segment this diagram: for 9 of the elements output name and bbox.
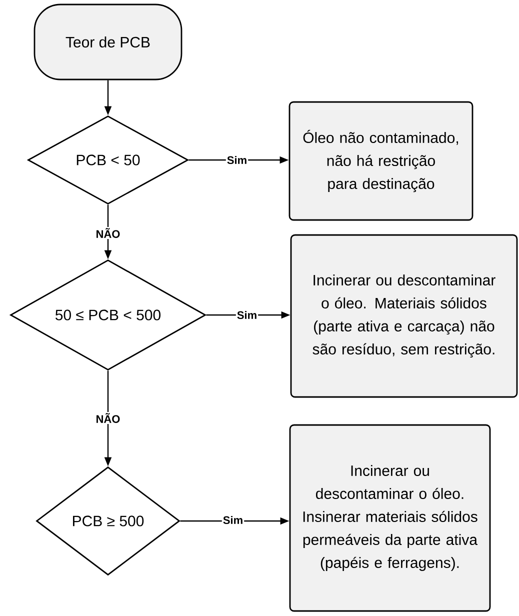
edge-label: NÃO	[94, 227, 122, 239]
process-box: Incinerar ou descontaminar o óleo. Materiais sólidos (parte ativa e carcaça) não são resíduo, sem restrição.	[290, 234, 518, 398]
process-box: Incinerar ou descontaminar o óleo. Insinerar materiais sólidos permeáveis da parte ativa (papéis e ferragens).	[289, 424, 491, 612]
edge-label: Sim	[236, 310, 258, 320]
edge-label: Sim	[222, 514, 244, 526]
process-box: Óleo não contaminado, não há restrição para destinação	[288, 101, 474, 221]
edge-label: NÃO	[94, 412, 122, 424]
start-terminal: Teor de PCB	[34, 4, 182, 80]
edge-label: Sim	[226, 154, 248, 166]
